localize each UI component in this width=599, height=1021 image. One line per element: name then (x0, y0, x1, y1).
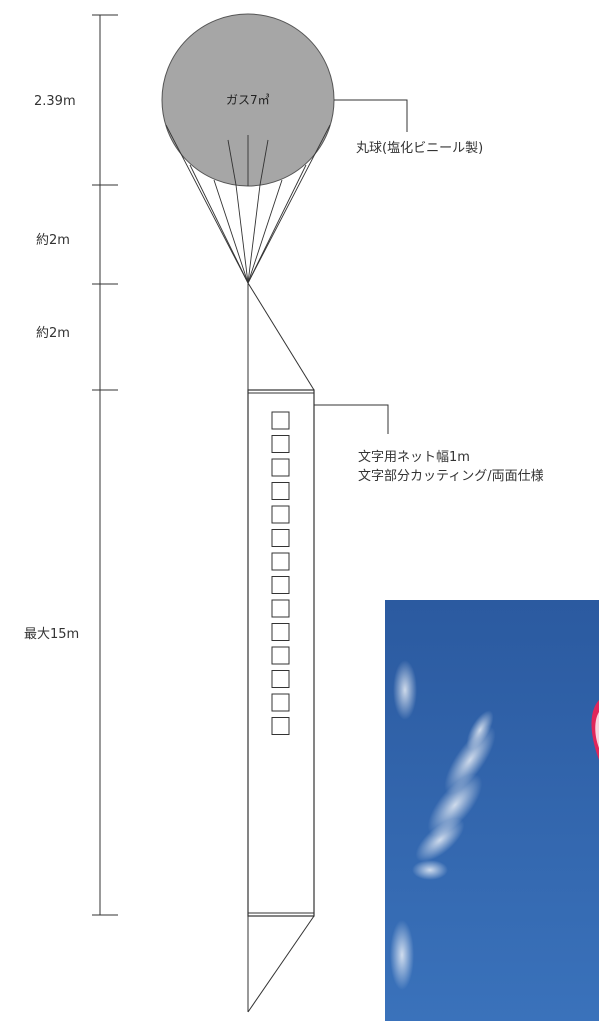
banner-length-label: 最大15m (24, 627, 79, 642)
banner-leader-line (314, 404, 389, 434)
cloud-shape (390, 660, 496, 990)
dimension-line (92, 14, 118, 916)
character-box (271, 529, 290, 547)
character-box (271, 646, 290, 665)
character-box (271, 599, 290, 618)
character-box (271, 717, 290, 735)
pink-balloon-edge (591, 700, 599, 760)
character-box (271, 411, 290, 430)
net-width-note: 文字用ネット幅1m (358, 450, 470, 465)
character-boxes (271, 411, 290, 735)
gas-volume-label: ガス7㎥ (226, 93, 270, 107)
cutting-spec-note: 文字部分カッティング/両面仕様 (358, 469, 544, 484)
character-box (271, 623, 290, 641)
tether-lines (247, 282, 315, 1013)
tether-lower-label: 約2m (36, 326, 70, 341)
character-box (271, 435, 290, 453)
balloon-material-note: 丸球(塩化ビニール製) (356, 141, 483, 156)
tether-upper-label: 約2m (36, 233, 70, 248)
balloon-net-lines (227, 135, 269, 186)
character-box (271, 693, 290, 712)
sky-background (385, 600, 599, 1021)
character-net-banner (247, 389, 315, 917)
character-box (271, 482, 290, 500)
character-box (271, 458, 290, 477)
rigging-lines (165, 124, 331, 284)
character-box (271, 505, 290, 524)
character-box (271, 576, 290, 594)
balloon-height-label: 2.39m (34, 94, 76, 109)
balloon-leader-line (334, 99, 408, 132)
sky-photo (385, 600, 599, 1021)
character-box (271, 670, 290, 688)
character-box (271, 552, 290, 571)
